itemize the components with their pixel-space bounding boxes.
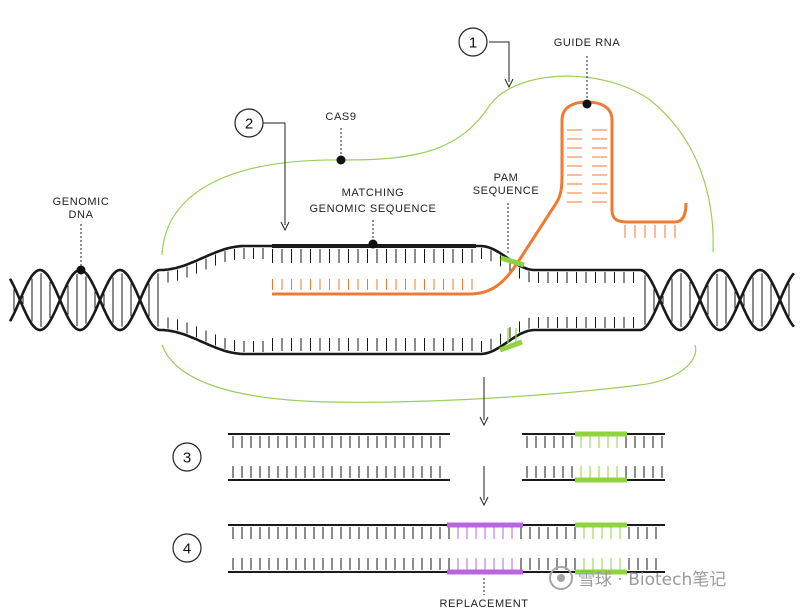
guide-rna-strand [272, 100, 688, 296]
step1-pointer-head [504, 78, 514, 89]
matching-label-line2: GENOMIC SEQUENCE [310, 203, 437, 215]
genomic-dna [8, 244, 795, 356]
step4-dna [228, 522, 665, 575]
pam-sequence-bottom [499, 339, 523, 353]
watermark: 雪球 · Biotech笔记 [549, 566, 726, 590]
svg-text:3: 3 [183, 450, 191, 467]
cas9-outline-lower [161, 344, 697, 403]
svg-text:4: 4 [183, 541, 191, 558]
arrow-head-2 [479, 496, 489, 507]
step-4-badge: 4 [172, 533, 202, 563]
cas9-dot [336, 155, 346, 165]
genomic-dna-label-line1: GENOMIC [53, 196, 110, 208]
svg-text:1: 1 [469, 35, 477, 52]
step2-pointer [263, 122, 286, 225]
genomic-dna-dot [76, 265, 86, 275]
pam-label-line1: PAM [494, 172, 519, 184]
step2-pointer-head [280, 221, 290, 232]
step-3-badge: 3 [172, 442, 202, 472]
genomic-dna-label-line2: DNA [68, 209, 93, 221]
cas9-outline [161, 75, 714, 256]
matching-dot [368, 239, 378, 249]
svg-text:2: 2 [245, 116, 253, 133]
replacement-label: REPLACEMENT [439, 598, 528, 610]
svg-text:雪球 · Biotech笔记: 雪球 · Biotech笔记 [578, 570, 726, 590]
dna-bottom-strand [8, 268, 795, 356]
watermark-logo-icon [549, 566, 573, 590]
dna-top-strand [8, 244, 795, 332]
pam-label-line2: SEQUENCE [473, 185, 540, 197]
guide-rna [272, 100, 688, 296]
pam-sequence-top [500, 255, 525, 268]
arrow-head-1 [479, 416, 489, 427]
step-2-badge: 2 [234, 108, 264, 138]
step1-pointer [489, 41, 510, 82]
step-1-badge: 1 [458, 27, 488, 57]
cas9-label: CAS9 [325, 111, 356, 123]
matching-label-line1: MATCHING [342, 187, 405, 199]
step3-dna [228, 431, 665, 483]
guide-rna-dot [582, 99, 592, 109]
guide-rna-label: GUIDE RNA [554, 37, 621, 49]
